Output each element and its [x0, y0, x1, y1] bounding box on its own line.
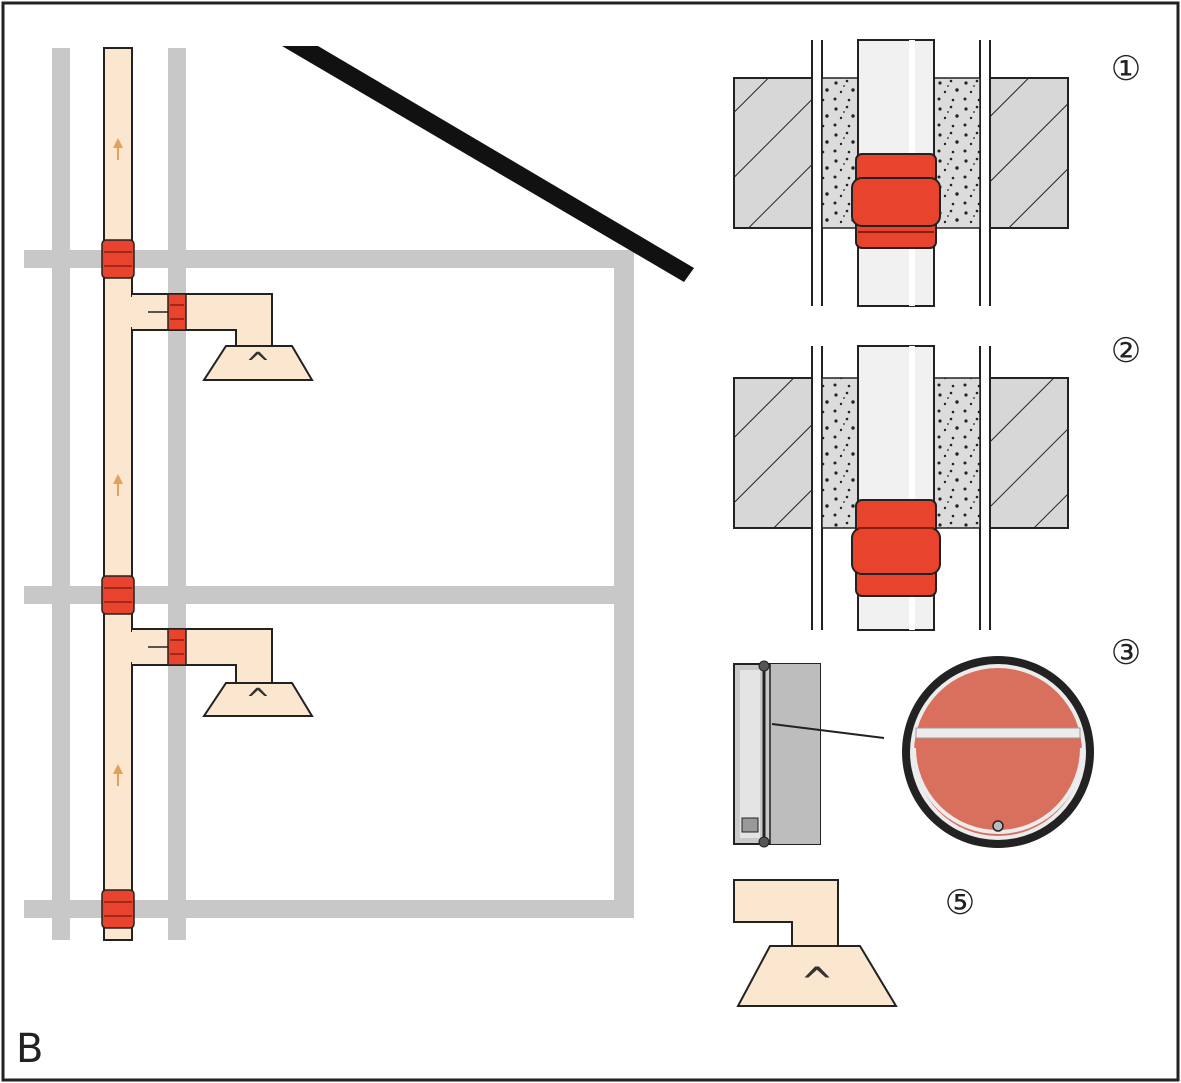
riser-collar-top [101, 239, 135, 279]
detail-5-hood: ^ [733, 879, 898, 1007]
hood-symbol: ^ [245, 347, 270, 382]
detail-1-collar-in-slab [733, 39, 1069, 307]
figure-label: B [16, 1026, 43, 1072]
detail-3-damper [733, 656, 1094, 848]
extractor-hood-upper: ^ [202, 345, 314, 382]
branch-collar-upper [167, 293, 187, 331]
branch-collar-lower [167, 628, 187, 666]
flow-arrow-1 [113, 138, 123, 160]
riser-collar-bottom [101, 889, 135, 929]
callout-3: ③ [1111, 633, 1141, 673]
flow-arrow-3 [113, 764, 123, 786]
callout-1: ① [1111, 49, 1141, 89]
callout-2: ② [1111, 331, 1141, 371]
riser-collars [101, 239, 135, 929]
hood-symbol: ^ [245, 683, 270, 718]
roof-line [282, 46, 694, 282]
flow-arrow-2 [113, 474, 123, 496]
callout-5: ⑤ [945, 883, 975, 923]
building-frame [24, 48, 634, 940]
riser-collar-mid [101, 575, 135, 615]
extractor-hood-lower: ^ [202, 682, 314, 718]
hood-symbol: ^ [800, 960, 834, 1006]
detail-2-collar-under-slab [733, 345, 1069, 631]
flow-arrows [113, 138, 123, 786]
branch-duct-lower [120, 628, 273, 684]
